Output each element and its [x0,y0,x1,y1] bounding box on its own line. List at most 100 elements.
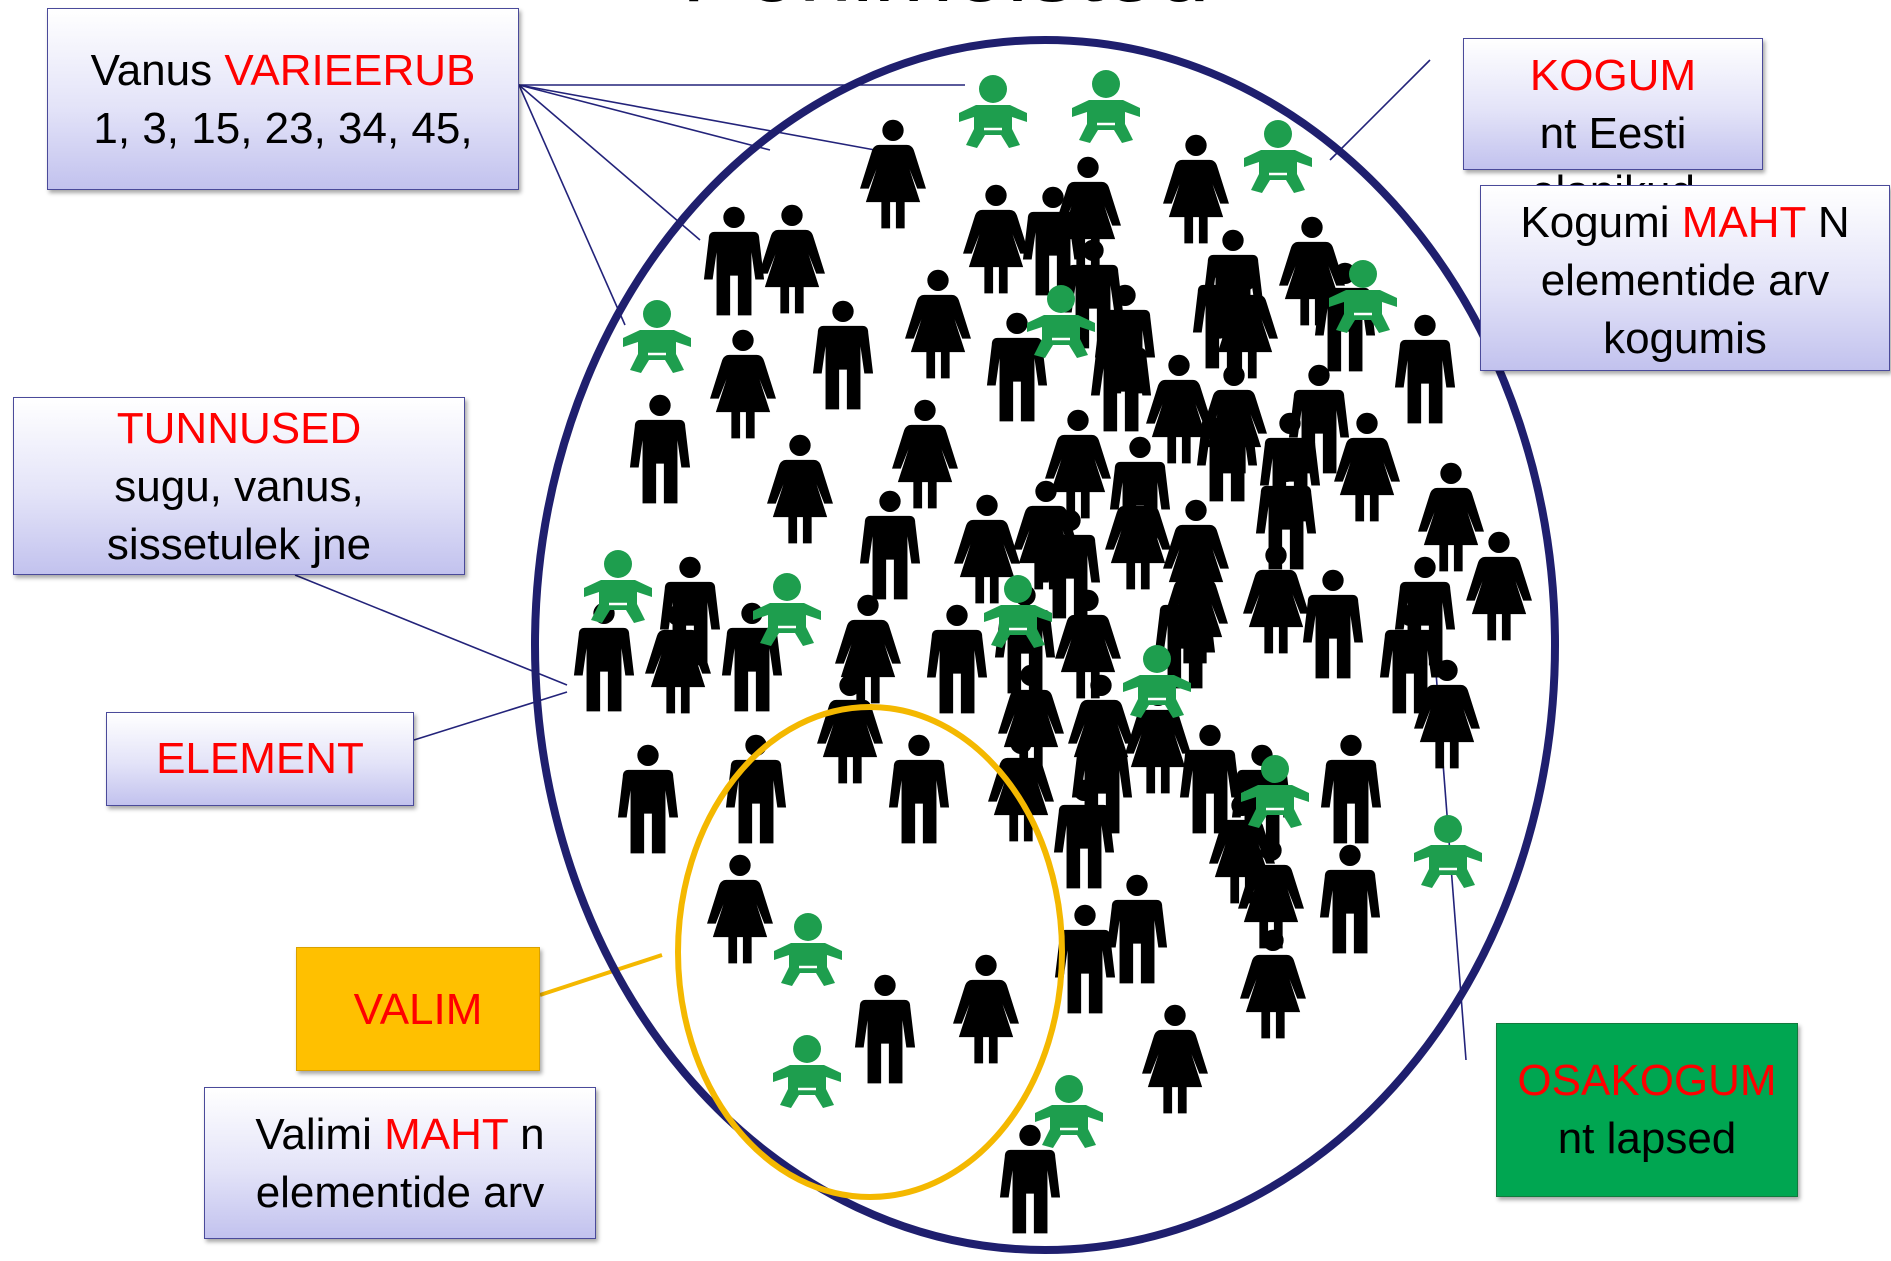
connector-line [294,574,568,686]
kogumi-suffix: N [1805,198,1850,247]
baby-figure-icon [753,573,821,646]
kogumi-line3: kogumis [1603,314,1767,363]
male-figure-icon [854,974,916,1084]
female-figure-icon [1240,929,1306,1039]
kogumi-maht-box: Kogumi MAHT N elementide arv kogumis [1480,185,1890,371]
male-figure-icon [1090,322,1152,432]
male-figure-icon [1394,314,1456,424]
vanus-varieerub-box: Vanus VARIEERUB 1, 3, 15, 23, 34, 45, [47,8,519,190]
vanus-prefix: Vanus [90,46,225,95]
male-figure-icon [999,1124,1061,1234]
baby-figure-icon [1035,1075,1103,1148]
kogumi-line2: elementide arv [1540,256,1830,305]
female-figure-icon [954,494,1020,604]
male-figure-icon [629,394,691,504]
male-figure-icon [1319,844,1381,954]
osakogum-box: OSAKOGUM nt lapsed [1496,1023,1798,1197]
female-figure-icon [759,204,825,314]
female-figure-icon [645,604,711,714]
valimi-maht-highlight: MAHT [384,1110,508,1159]
female-figure-icon [1209,794,1275,904]
male-figure-icon [1196,392,1258,502]
tunnused-highlight: TUNNUSED [116,404,362,453]
osakogum-highlight: OSAKOGUM [1517,1056,1777,1105]
female-figure-icon [710,329,776,439]
female-figure-icon [1142,1004,1208,1114]
element-box: ELEMENT [106,712,414,806]
female-figure-icon [1163,134,1229,244]
female-figure-icon [707,854,773,964]
element-highlight: ELEMENT [156,734,364,783]
valimi-suffix: n [507,1110,545,1159]
kogum-highlight: KOGUM [1529,51,1697,100]
male-figure-icon [1192,259,1254,369]
male-figure-icon [1379,604,1441,714]
connector-line [518,84,771,151]
valimi-maht-box: Valimi MAHT n elementide arv [204,1087,596,1239]
varieerub-highlight: VARIEERUB [224,46,476,95]
valim-highlight: VALIM [353,985,483,1034]
female-figure-icon [892,399,958,509]
baby-figure-icon [959,75,1027,148]
female-figure-icon [953,954,1019,1064]
female-figure-icon [1055,156,1121,266]
connector-line [1329,59,1431,161]
valim-box: VALIM [296,947,540,1071]
kogum-box: KOGUM nt Eesti elanikud [1463,38,1763,216]
baby-figure-icon [623,300,691,373]
tunnused-line3: sissetulek jne [106,520,372,569]
female-figure-icon [817,674,883,784]
female-figure-icon [1279,216,1345,326]
female-figure-icon [1418,462,1484,572]
male-figure-icon [1053,779,1115,889]
osakogum-example: nt lapsed [1557,1114,1737,1163]
connector-line [413,691,568,741]
male-figure-icon [1179,724,1241,834]
baby-figure-icon [774,913,842,986]
female-figure-icon [835,594,901,704]
male-figure-icon [703,206,765,316]
male-figure-icon [986,312,1048,422]
male-figure-icon [859,490,921,600]
female-figure-icon [1105,480,1171,590]
connector-line [518,84,626,326]
male-figure-icon [926,604,988,714]
male-figure-icon [1154,579,1216,689]
female-figure-icon [988,732,1054,842]
female-figure-icon [963,184,1029,294]
baby-figure-icon [984,575,1052,648]
baby-figure-icon [1414,815,1482,888]
sample-ellipse [675,704,1065,1200]
male-figure-icon [1106,874,1168,984]
male-figure-icon [721,602,783,712]
population-ellipse [531,36,1559,1254]
male-figure-icon [617,744,679,854]
baby-figure-icon [1027,285,1095,358]
female-figure-icon [998,664,1064,774]
female-figure-icon [1055,589,1121,699]
female-figure-icon [1243,544,1309,654]
baby-figure-icon [1123,645,1191,718]
male-figure-icon [888,734,950,844]
kogumi-maht-highlight: MAHT [1681,198,1806,247]
connector-line [518,84,876,151]
female-figure-icon [1045,409,1111,519]
male-figure-icon [812,300,874,410]
female-figure-icon [1466,531,1532,641]
male-figure-icon [1259,412,1321,522]
female-figure-icon [1238,839,1304,949]
valimi-line2: elementide arv [255,1168,545,1217]
baby-figure-icon [1244,120,1312,193]
female-figure-icon [767,434,833,544]
female-figure-icon [1146,354,1212,464]
baby-figure-icon [1241,755,1309,828]
female-figure-icon [905,269,971,379]
connector-line [518,84,701,241]
people-figures [573,70,1532,1234]
connector-line [539,953,663,997]
female-figure-icon [1334,412,1400,522]
male-figure-icon [1302,569,1364,679]
kogumi-prefix: Kogumi [1520,198,1682,247]
